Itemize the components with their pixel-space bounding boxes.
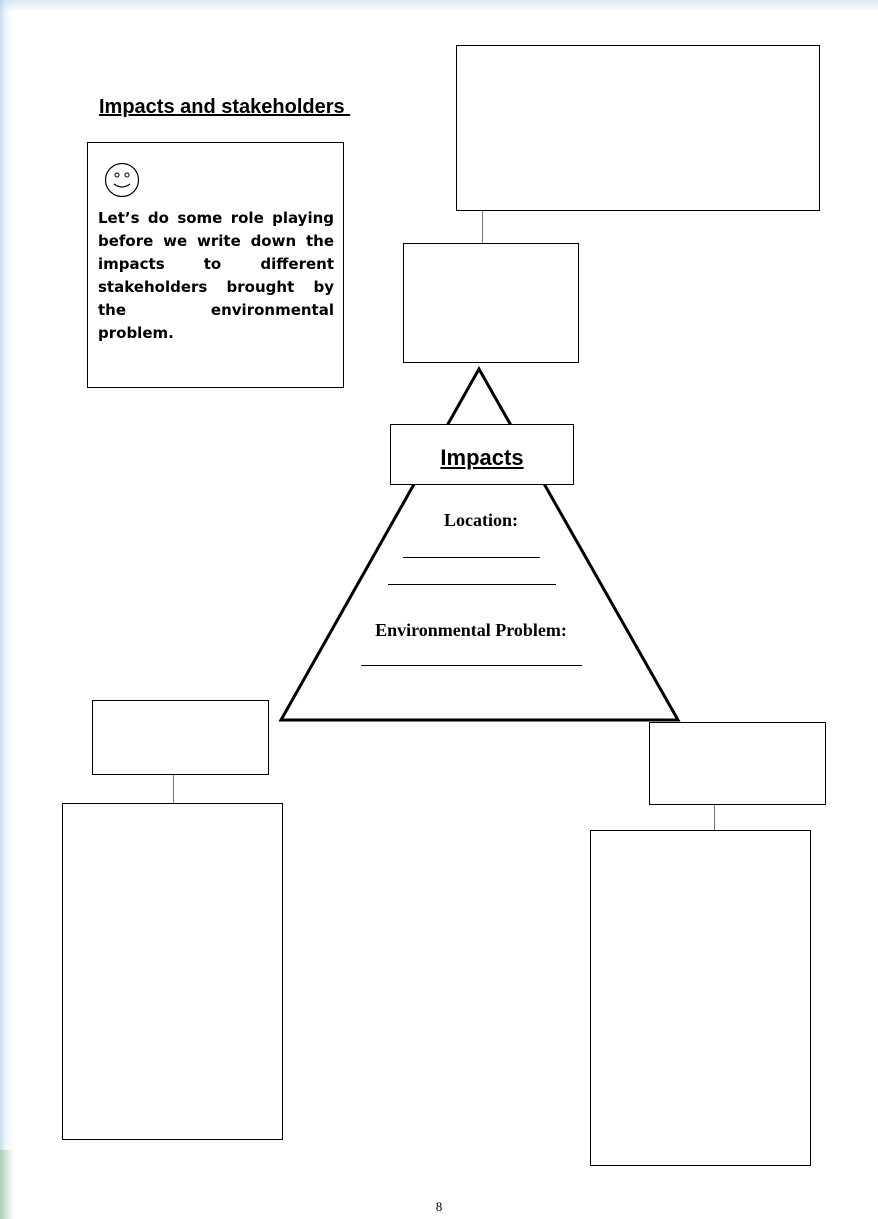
left-impact-box[interactable] [62,803,283,1140]
top-stakeholder-box[interactable] [403,243,579,363]
top-connector-line [482,211,483,243]
location-blank-line-2[interactable] [388,584,556,585]
location-blank-line-1[interactable] [403,557,540,558]
location-label: Location: [444,510,518,530]
impacts-title: Impacts [440,444,524,470]
page-edge-accent [0,1150,14,1219]
smiley-face-icon [104,162,140,198]
left-connector-line [173,775,174,803]
page-number: 8 [435,1199,443,1214]
right-connector-line [714,805,715,830]
environmental-problem-label: Environmental Problem: [375,620,567,640]
instruction-note-box: Let’s do some role playing before we wri… [87,142,344,388]
left-stakeholder-box[interactable] [92,700,269,775]
instruction-text: Let’s do some role playing before we wri… [98,209,334,342]
top-impact-box[interactable] [456,45,820,211]
impacts-title-box: Impacts [390,424,574,485]
page-title: Impacts and stakeholders [99,96,351,118]
right-impact-box[interactable] [590,830,811,1166]
environmental-problem-blank-line[interactable] [361,665,582,666]
right-stakeholder-box[interactable] [649,722,826,805]
